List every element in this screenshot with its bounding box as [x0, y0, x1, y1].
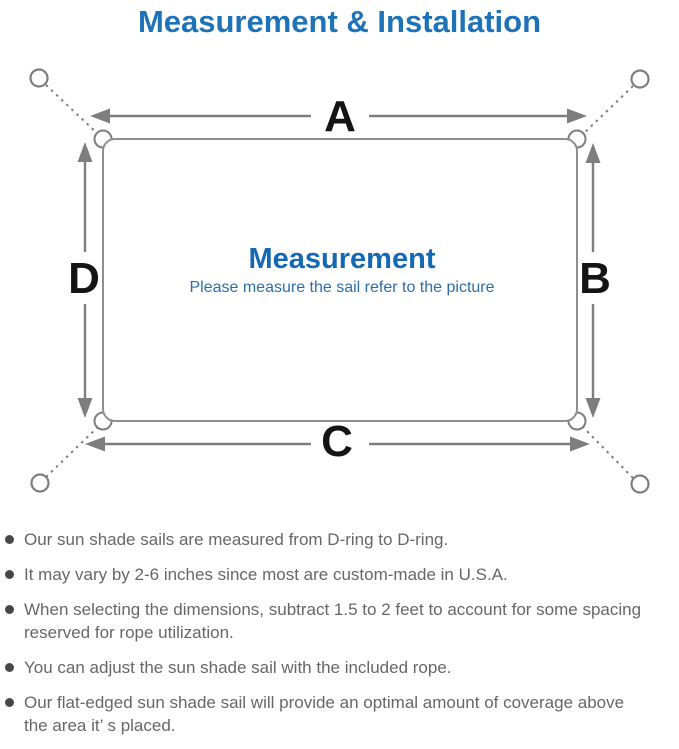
note-text-5: Our flat-edged sun shade sail will provi…	[24, 693, 625, 735]
note-text-2: It may vary by 2-6 inches since most are…	[24, 565, 508, 584]
note-item-4: You can adjust the sun shade sail with t…	[5, 656, 671, 679]
bullet-dot-icon	[5, 535, 14, 544]
arrowhead-b-down-icon	[585, 398, 601, 418]
dimension-label-b: B	[579, 254, 611, 303]
bullet-dot-icon	[5, 663, 14, 672]
rope-line-bottom-left	[45, 424, 101, 478]
arrowhead-c-left-icon	[85, 436, 105, 452]
sail-outline	[102, 138, 578, 422]
bullet-dot-icon	[5, 605, 14, 614]
arrowhead-c-right-icon	[570, 436, 590, 452]
anchor-ring-bottom-right-icon	[630, 474, 650, 494]
arrowhead-a-left-icon	[90, 108, 110, 124]
measurement-diagram: A C D B Measurement Please measure the s…	[0, 55, 679, 515]
rope-line-top-left	[45, 84, 101, 137]
arrowhead-a-right-icon	[567, 108, 587, 124]
dimension-label-d: D	[68, 254, 100, 303]
anchor-ring-top-left-icon	[29, 68, 49, 88]
note-text-3: When selecting the dimensions, subtract …	[24, 600, 642, 642]
bullet-dot-icon	[5, 698, 14, 707]
anchor-ring-bottom-left-icon	[30, 473, 50, 493]
rope-line-top-right	[580, 85, 634, 137]
rope-line-bottom-right	[580, 424, 634, 479]
sail-subheading: Please measure the sail refer to the pic…	[189, 279, 494, 296]
note-item-2: It may vary by 2-6 inches since most are…	[5, 563, 671, 586]
arrowhead-d-up-icon	[77, 142, 93, 162]
note-item-5: Our flat-edged sun shade sail will provi…	[5, 691, 671, 737]
note-text-1: Our sun shade sails are measured from D-…	[24, 530, 449, 549]
bullet-dot-icon	[5, 570, 14, 579]
arrowhead-d-down-icon	[77, 398, 93, 418]
note-text-4: You can adjust the sun shade sail with t…	[24, 658, 452, 677]
sail-heading: Measurement	[249, 243, 436, 275]
note-item-3: When selecting the dimensions, subtract …	[5, 598, 671, 644]
note-item-1: Our sun shade sails are measured from D-…	[5, 528, 671, 551]
anchor-ring-top-right-icon	[630, 69, 650, 89]
arrowhead-b-up-icon	[585, 143, 601, 163]
notes-list: Our sun shade sails are measured from D-…	[5, 528, 671, 749]
dimension-label-a: A	[324, 92, 356, 141]
sail-diagram-canvas: A C D B Measurement Please measure the s…	[29, 68, 650, 494]
page-title: Measurement & Installation	[137, 4, 542, 39]
dimension-label-c: C	[321, 417, 353, 466]
